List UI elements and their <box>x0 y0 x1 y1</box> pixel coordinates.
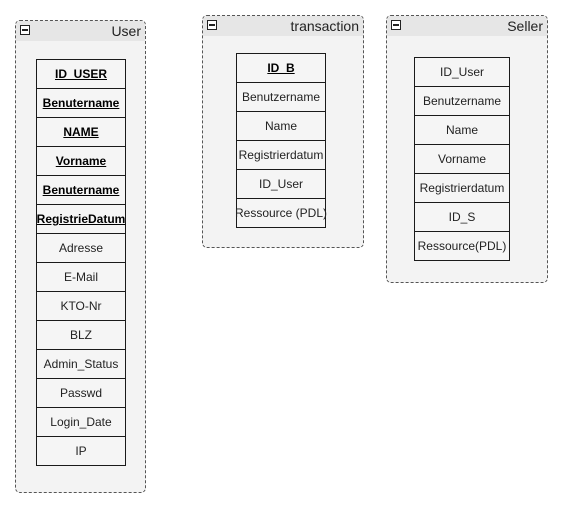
user-field: Login_Date <box>37 408 125 437</box>
transaction-field: Name <box>237 112 325 141</box>
user-field: ID_USER <box>37 60 125 89</box>
transaction-group-title: transaction <box>290 18 359 34</box>
user-field: IP <box>37 437 125 466</box>
user-group-header: User <box>16 21 145 41</box>
collapse-icon[interactable] <box>20 25 30 35</box>
transaction-field: ID_User <box>237 170 325 199</box>
user-field: BLZ <box>37 321 125 350</box>
transaction-field: Benutzername <box>237 83 325 112</box>
seller-field: Name <box>415 116 509 145</box>
user-field: NAME <box>37 118 125 147</box>
seller-group-header: Seller <box>387 16 547 36</box>
user-field: Adresse <box>37 234 125 263</box>
collapse-icon[interactable] <box>207 20 217 30</box>
seller-field: Vorname <box>415 145 509 174</box>
seller-field: ID_S <box>415 203 509 232</box>
user-field: RegistrieDatum <box>37 205 125 234</box>
seller-field: Benutzername <box>415 87 509 116</box>
transaction-field: Ressource (PDL) <box>235 199 327 228</box>
transaction-group-header: transaction <box>203 16 363 36</box>
user-group-title: User <box>111 23 141 39</box>
seller-field: ID_User <box>415 58 509 87</box>
transaction-field: ID_B <box>237 54 325 83</box>
seller-group-title: Seller <box>507 18 543 34</box>
user-field: E-Mail <box>37 263 125 292</box>
user-field: Benutername <box>37 176 125 205</box>
user-field: Passwd <box>37 379 125 408</box>
user-field: KTO-Nr <box>37 292 125 321</box>
collapse-icon[interactable] <box>391 20 401 30</box>
user-field: Admin_Status <box>37 350 125 379</box>
transaction-field: Registrierdatum <box>237 141 325 170</box>
user-field: Vorname <box>37 147 125 176</box>
seller-field: Registrierdatum <box>415 174 509 203</box>
user-field: Benutername <box>37 89 125 118</box>
seller-field: Ressource(PDL) <box>415 232 509 261</box>
